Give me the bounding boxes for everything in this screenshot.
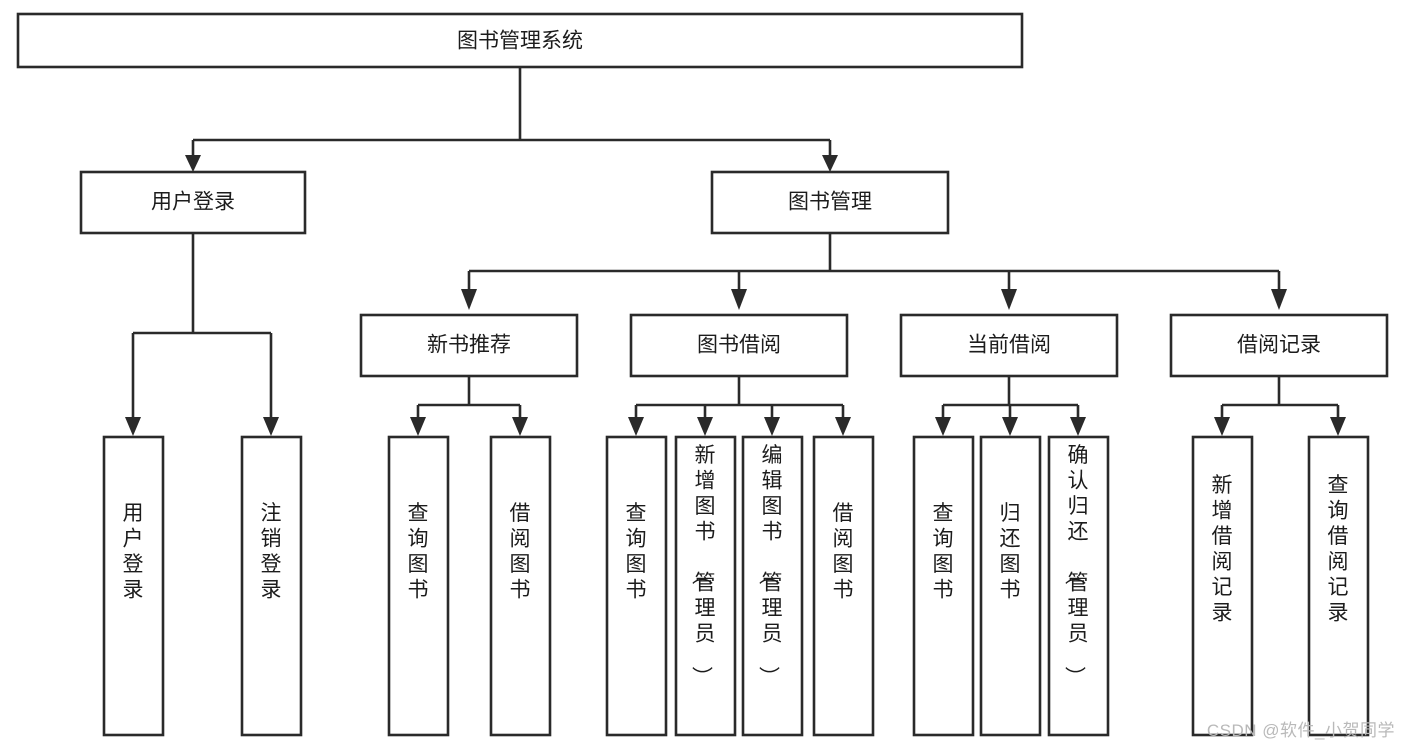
- arrowhead-login: [185, 155, 201, 172]
- leaf-label-borrow-record-1: 查询借阅记录: [1328, 474, 1349, 625]
- leaf-label-new-book-0: 查询图书: [408, 502, 429, 602]
- leaf-node[interactable]: 确认归还（管理员）: [1047, 435, 1110, 737]
- node-new-book-recommend-box[interactable]: [359, 313, 579, 378]
- leaf-node[interactable]: 查询图书: [605, 435, 668, 737]
- node-book-management-label: 图书管理: [788, 191, 872, 214]
- arrowhead-bookmgmt: [822, 155, 838, 172]
- node-user-login-box[interactable]: [79, 170, 307, 235]
- leaf-node[interactable]: 编辑图书（管理员）: [741, 435, 804, 737]
- leaf-label-book-borrow-2: 编辑图书（管理员）: [757, 444, 783, 687]
- arrowhead-currentborrow: [1001, 289, 1017, 310]
- arrowhead-bookborrow: [731, 289, 747, 310]
- node-book-borrow-label: 图书借阅: [697, 334, 781, 357]
- leaf-node[interactable]: 借阅图书: [812, 435, 875, 737]
- leaf-node[interactable]: 查询图书: [912, 435, 975, 737]
- arrowhead-bb-leaf-3: [764, 417, 780, 436]
- leaf-label-current-borrow-2: 确认归还（管理员）: [1063, 444, 1089, 687]
- leaf-node[interactable]: 用户登录: [102, 435, 165, 737]
- node-book-management-box[interactable]: [710, 170, 950, 235]
- node-current-borrow-box[interactable]: [899, 313, 1119, 378]
- node-current-borrow[interactable]: 当前借阅: [899, 313, 1119, 378]
- arrowhead-bb-leaf-2: [697, 417, 713, 436]
- leaf-box-current-borrow-2[interactable]: [1047, 435, 1110, 737]
- node-borrow-record-box[interactable]: [1169, 313, 1389, 378]
- node-user-login-label: 用户登录: [151, 191, 235, 214]
- leaf-box-book-borrow-1[interactable]: [674, 435, 737, 737]
- arrowhead-cb-leaf-2: [1002, 417, 1018, 436]
- leaf-label-book-borrow-1: 新增图书（管理员）: [690, 444, 716, 687]
- arrowhead-br-leaf-2: [1330, 417, 1346, 436]
- leaf-box-book-borrow-0[interactable]: [605, 435, 668, 737]
- node-current-borrow-label: 当前借阅: [967, 334, 1051, 357]
- arrowhead-cb-leaf-1: [935, 417, 951, 436]
- leaf-box-book-borrow-2[interactable]: [741, 435, 804, 737]
- arrowhead-login-leaf-2: [263, 417, 279, 436]
- leaf-box-book-borrow-3[interactable]: [812, 435, 875, 737]
- leaf-node[interactable]: 查询借阅记录: [1307, 435, 1370, 737]
- node-borrow-record[interactable]: 借阅记录: [1169, 313, 1389, 378]
- arrowhead-newbook: [461, 289, 477, 310]
- leaf-box-current-borrow-1[interactable]: [979, 435, 1042, 737]
- node-root-box[interactable]: [16, 12, 1024, 69]
- arrowhead-borrowrecord: [1271, 289, 1287, 310]
- leaf-node[interactable]: 归还图书: [979, 435, 1042, 737]
- leaf-label-book-borrow-3: 借阅图书: [833, 502, 854, 602]
- leaf-label-user-login-0: 用户登录: [123, 502, 144, 602]
- node-book-management[interactable]: 图书管理: [710, 170, 950, 235]
- node-book-borrow[interactable]: 图书借阅: [629, 313, 849, 378]
- leaf-box-borrow-record-0[interactable]: [1191, 435, 1254, 737]
- node-new-book-recommend-label: 新书推荐: [427, 334, 511, 357]
- leaf-node[interactable]: 借阅图书: [489, 435, 552, 737]
- arrowhead-bb-leaf-4: [835, 417, 851, 436]
- arrowhead-nb-leaf-2: [512, 417, 528, 436]
- leaf-label-current-borrow-1: 归还图书: [1000, 502, 1021, 602]
- node-root-label: 图书管理系统: [457, 30, 583, 53]
- leaf-node[interactable]: 查询图书: [387, 435, 450, 737]
- arrowhead-bb-leaf-1: [628, 417, 644, 436]
- leaf-box-user-login-1[interactable]: [240, 435, 303, 737]
- node-root[interactable]: 图书管理系统: [16, 12, 1024, 69]
- node-user-login[interactable]: 用户登录: [79, 170, 307, 235]
- leaf-box-borrow-record-1[interactable]: [1307, 435, 1370, 737]
- leaf-label-new-book-1: 借阅图书: [510, 502, 531, 602]
- arrowhead-login-leaf-1: [125, 417, 141, 436]
- leaf-box-new-book-1[interactable]: [489, 435, 552, 737]
- leaf-label-borrow-record-0: 新增借阅记录: [1212, 474, 1233, 625]
- arrowhead-nb-leaf-1: [410, 417, 426, 436]
- node-book-borrow-box[interactable]: [629, 313, 849, 378]
- arrowhead-br-leaf-1: [1214, 417, 1230, 436]
- leaf-node[interactable]: 新增图书（管理员）: [674, 435, 737, 737]
- arrowhead-cb-leaf-3: [1070, 417, 1086, 436]
- edge-group: [125, 67, 1346, 436]
- leaf-label-user-login-1: 注销登录: [261, 502, 282, 602]
- leaf-node[interactable]: 新增借阅记录: [1191, 435, 1254, 737]
- leaf-node[interactable]: 注销登录: [240, 435, 303, 737]
- leaf-label-current-borrow-0: 查询图书: [933, 502, 954, 602]
- node-new-book-recommend[interactable]: 新书推荐: [359, 313, 579, 378]
- leaf-box-user-login-0[interactable]: [102, 435, 165, 737]
- leaf-box-new-book-0[interactable]: [387, 435, 450, 737]
- node-borrow-record-label: 借阅记录: [1237, 334, 1321, 357]
- leaf-box-current-borrow-0[interactable]: [912, 435, 975, 737]
- leaf-label-book-borrow-0: 查询图书: [626, 502, 647, 602]
